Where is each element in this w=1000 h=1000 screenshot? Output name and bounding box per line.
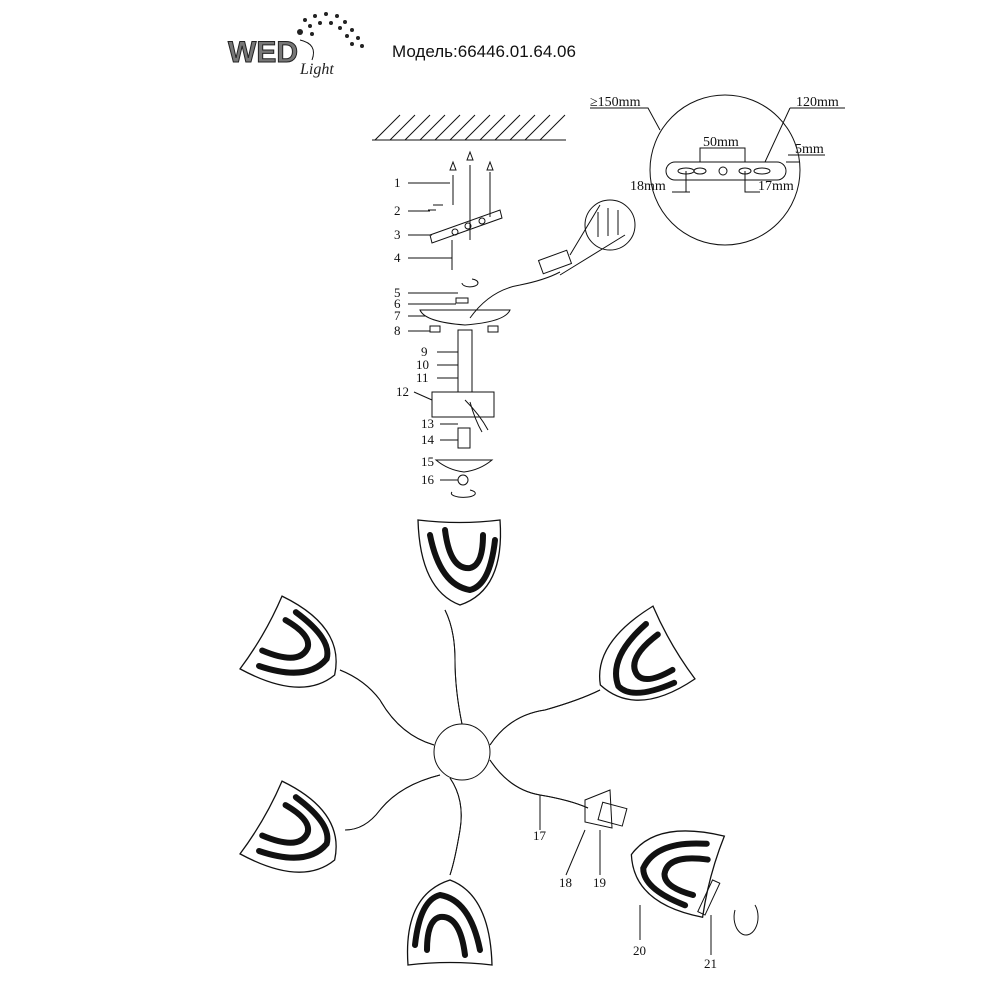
callout-10: 10: [416, 357, 429, 372]
lamp-shade: [417, 519, 502, 606]
callout-20: 20: [633, 943, 646, 958]
shade-ring: [697, 879, 759, 936]
callout-21: 21: [704, 956, 717, 971]
callout-13: 13: [421, 416, 434, 431]
callout-17: 17: [533, 828, 547, 843]
thickness-label: 5mm: [795, 142, 824, 157]
callout-19: 19: [593, 875, 606, 890]
mounting-bracket-inset: ≥150mm 120mm 50mm 5mm 18mm 17mm: [590, 94, 845, 246]
wed-light-logo: WED Light: [228, 12, 364, 78]
hole-spacing-label: 50mm: [703, 135, 739, 150]
model-label: Модель:66446.01.64.06: [392, 42, 576, 61]
callout-15: 15: [421, 454, 434, 469]
callout-9: 9: [421, 344, 428, 359]
callout-14: 14: [421, 432, 435, 447]
callout-18: 18: [559, 875, 572, 890]
callout-11: 11: [416, 370, 429, 385]
callout-3: 3: [394, 227, 401, 242]
mounting-assembly: [408, 150, 636, 498]
leader-lines: [539, 795, 712, 955]
callout-12: 12: [396, 384, 409, 399]
diameter-label: ≥150mm: [590, 95, 641, 110]
callout-8: 8: [394, 323, 401, 338]
callout-1: 1: [394, 175, 401, 190]
length-label: 120mm: [796, 95, 839, 110]
callout-7: 7: [394, 308, 401, 323]
callout-numbers: 1 2 3 4 5 6 7 8 9 10 11 12 13 14 15 16 1…: [394, 175, 717, 971]
callout-16: 16: [421, 472, 435, 487]
ceiling-hatch: [372, 114, 566, 141]
lamp-shade: [239, 595, 337, 688]
lamp-shade: [239, 780, 337, 873]
svg-text:Light: Light: [299, 61, 334, 78]
callout-5: 5: [394, 285, 401, 300]
right-offset-label: 17mm: [758, 179, 794, 194]
left-offset-label: 18mm: [630, 179, 666, 194]
callout-6: 6: [394, 296, 401, 311]
lamp-shade: [598, 605, 696, 701]
callout-4: 4: [394, 250, 401, 265]
lamp-shade: [406, 879, 493, 966]
chandelier-body: [339, 609, 628, 876]
svg-text:WED: WED: [228, 36, 298, 69]
callout-2: 2: [394, 203, 401, 218]
lamp-shade: [630, 830, 726, 918]
